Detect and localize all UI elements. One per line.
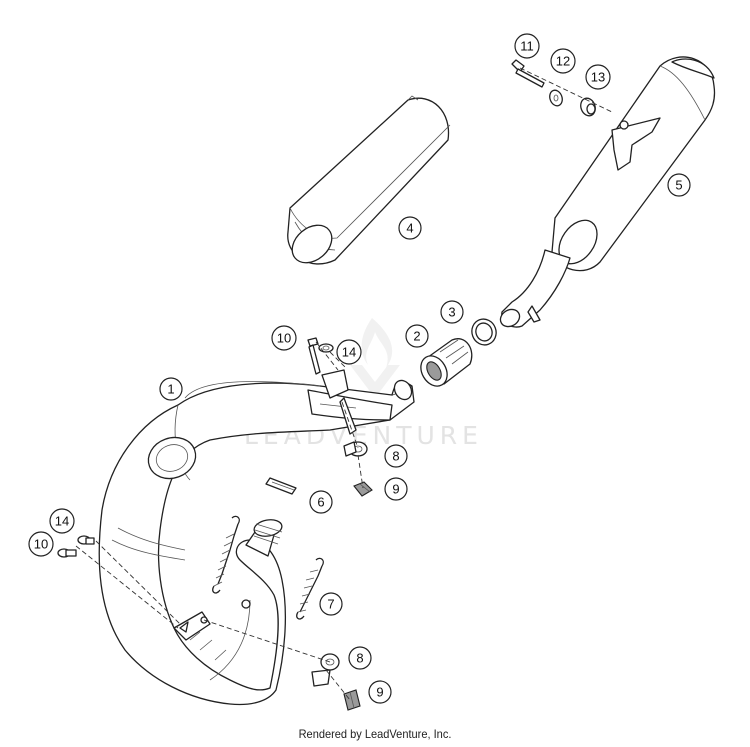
- callout-7: 7: [319, 592, 343, 616]
- svg-text:7: 7: [327, 597, 334, 612]
- part-4-guard: [287, 95, 451, 265]
- svg-text:5: 5: [675, 178, 682, 193]
- part-10-screw-upper: [307, 337, 321, 375]
- callout-6: 6: [309, 490, 333, 514]
- part-1-exhaust-pipe: [98, 369, 415, 706]
- part-6-damper: [265, 477, 297, 495]
- part-11-bolt: [511, 59, 545, 88]
- part-7-spring-lower: [296, 557, 324, 620]
- callout-1: 1: [159, 377, 183, 401]
- svg-text:11: 11: [520, 39, 534, 54]
- callout-13: 13: [585, 64, 611, 90]
- render-credit: Rendered by LeadVenture, Inc.: [298, 727, 452, 741]
- svg-text:13: 13: [591, 70, 605, 85]
- watermark-logo: [350, 318, 400, 398]
- part-3-o-ring: [471, 318, 497, 346]
- callout-12: 12: [550, 48, 576, 74]
- callout-11: 11: [514, 33, 540, 59]
- svg-text:12: 12: [556, 54, 570, 69]
- callout-5: 5: [667, 173, 691, 197]
- callout-14b: 14: [49, 508, 75, 534]
- part-13-grommet: [580, 97, 596, 117]
- svg-text:1: 1: [167, 382, 174, 397]
- part-8-mount-lower: [311, 653, 340, 687]
- svg-text:6: 6: [317, 495, 324, 510]
- part-14-washer-lower: [77, 535, 95, 545]
- part-12-washer: [549, 89, 563, 107]
- part-10-screw-lower: [57, 548, 77, 558]
- callout-2: 2: [405, 324, 429, 348]
- svg-text:2: 2: [413, 329, 420, 344]
- part-7-spring-upper: [212, 515, 240, 594]
- callout-10a: 10: [271, 325, 297, 351]
- svg-text:14: 14: [55, 514, 69, 529]
- callout-4: 4: [398, 216, 422, 240]
- svg-text:8: 8: [356, 651, 363, 666]
- callout-3: 3: [440, 300, 464, 324]
- part-9-nut-upper: [353, 481, 373, 497]
- leader-lines: [75, 67, 613, 701]
- part-5-silencer: [499, 56, 716, 328]
- callout-9a: 9: [384, 477, 408, 501]
- svg-text:10: 10: [277, 331, 291, 346]
- svg-text:8: 8: [392, 449, 399, 464]
- callout-9b: 9: [368, 680, 392, 704]
- svg-text:3: 3: [448, 305, 455, 320]
- svg-text:14: 14: [342, 345, 356, 360]
- callout-14a: 14: [336, 339, 362, 365]
- svg-text:9: 9: [392, 482, 399, 497]
- part-14-washer-upper: [318, 343, 334, 353]
- callout-8a: 8: [384, 444, 408, 468]
- svg-text:9: 9: [376, 685, 383, 700]
- part-8-mount-upper: [343, 441, 368, 457]
- svg-text:10: 10: [34, 537, 48, 552]
- callout-10b: 10: [28, 531, 54, 557]
- part-2-sleeve: [420, 338, 473, 387]
- part-9-nut-lower: [343, 689, 361, 711]
- callout-8b: 8: [348, 646, 372, 670]
- svg-text:4: 4: [406, 221, 413, 236]
